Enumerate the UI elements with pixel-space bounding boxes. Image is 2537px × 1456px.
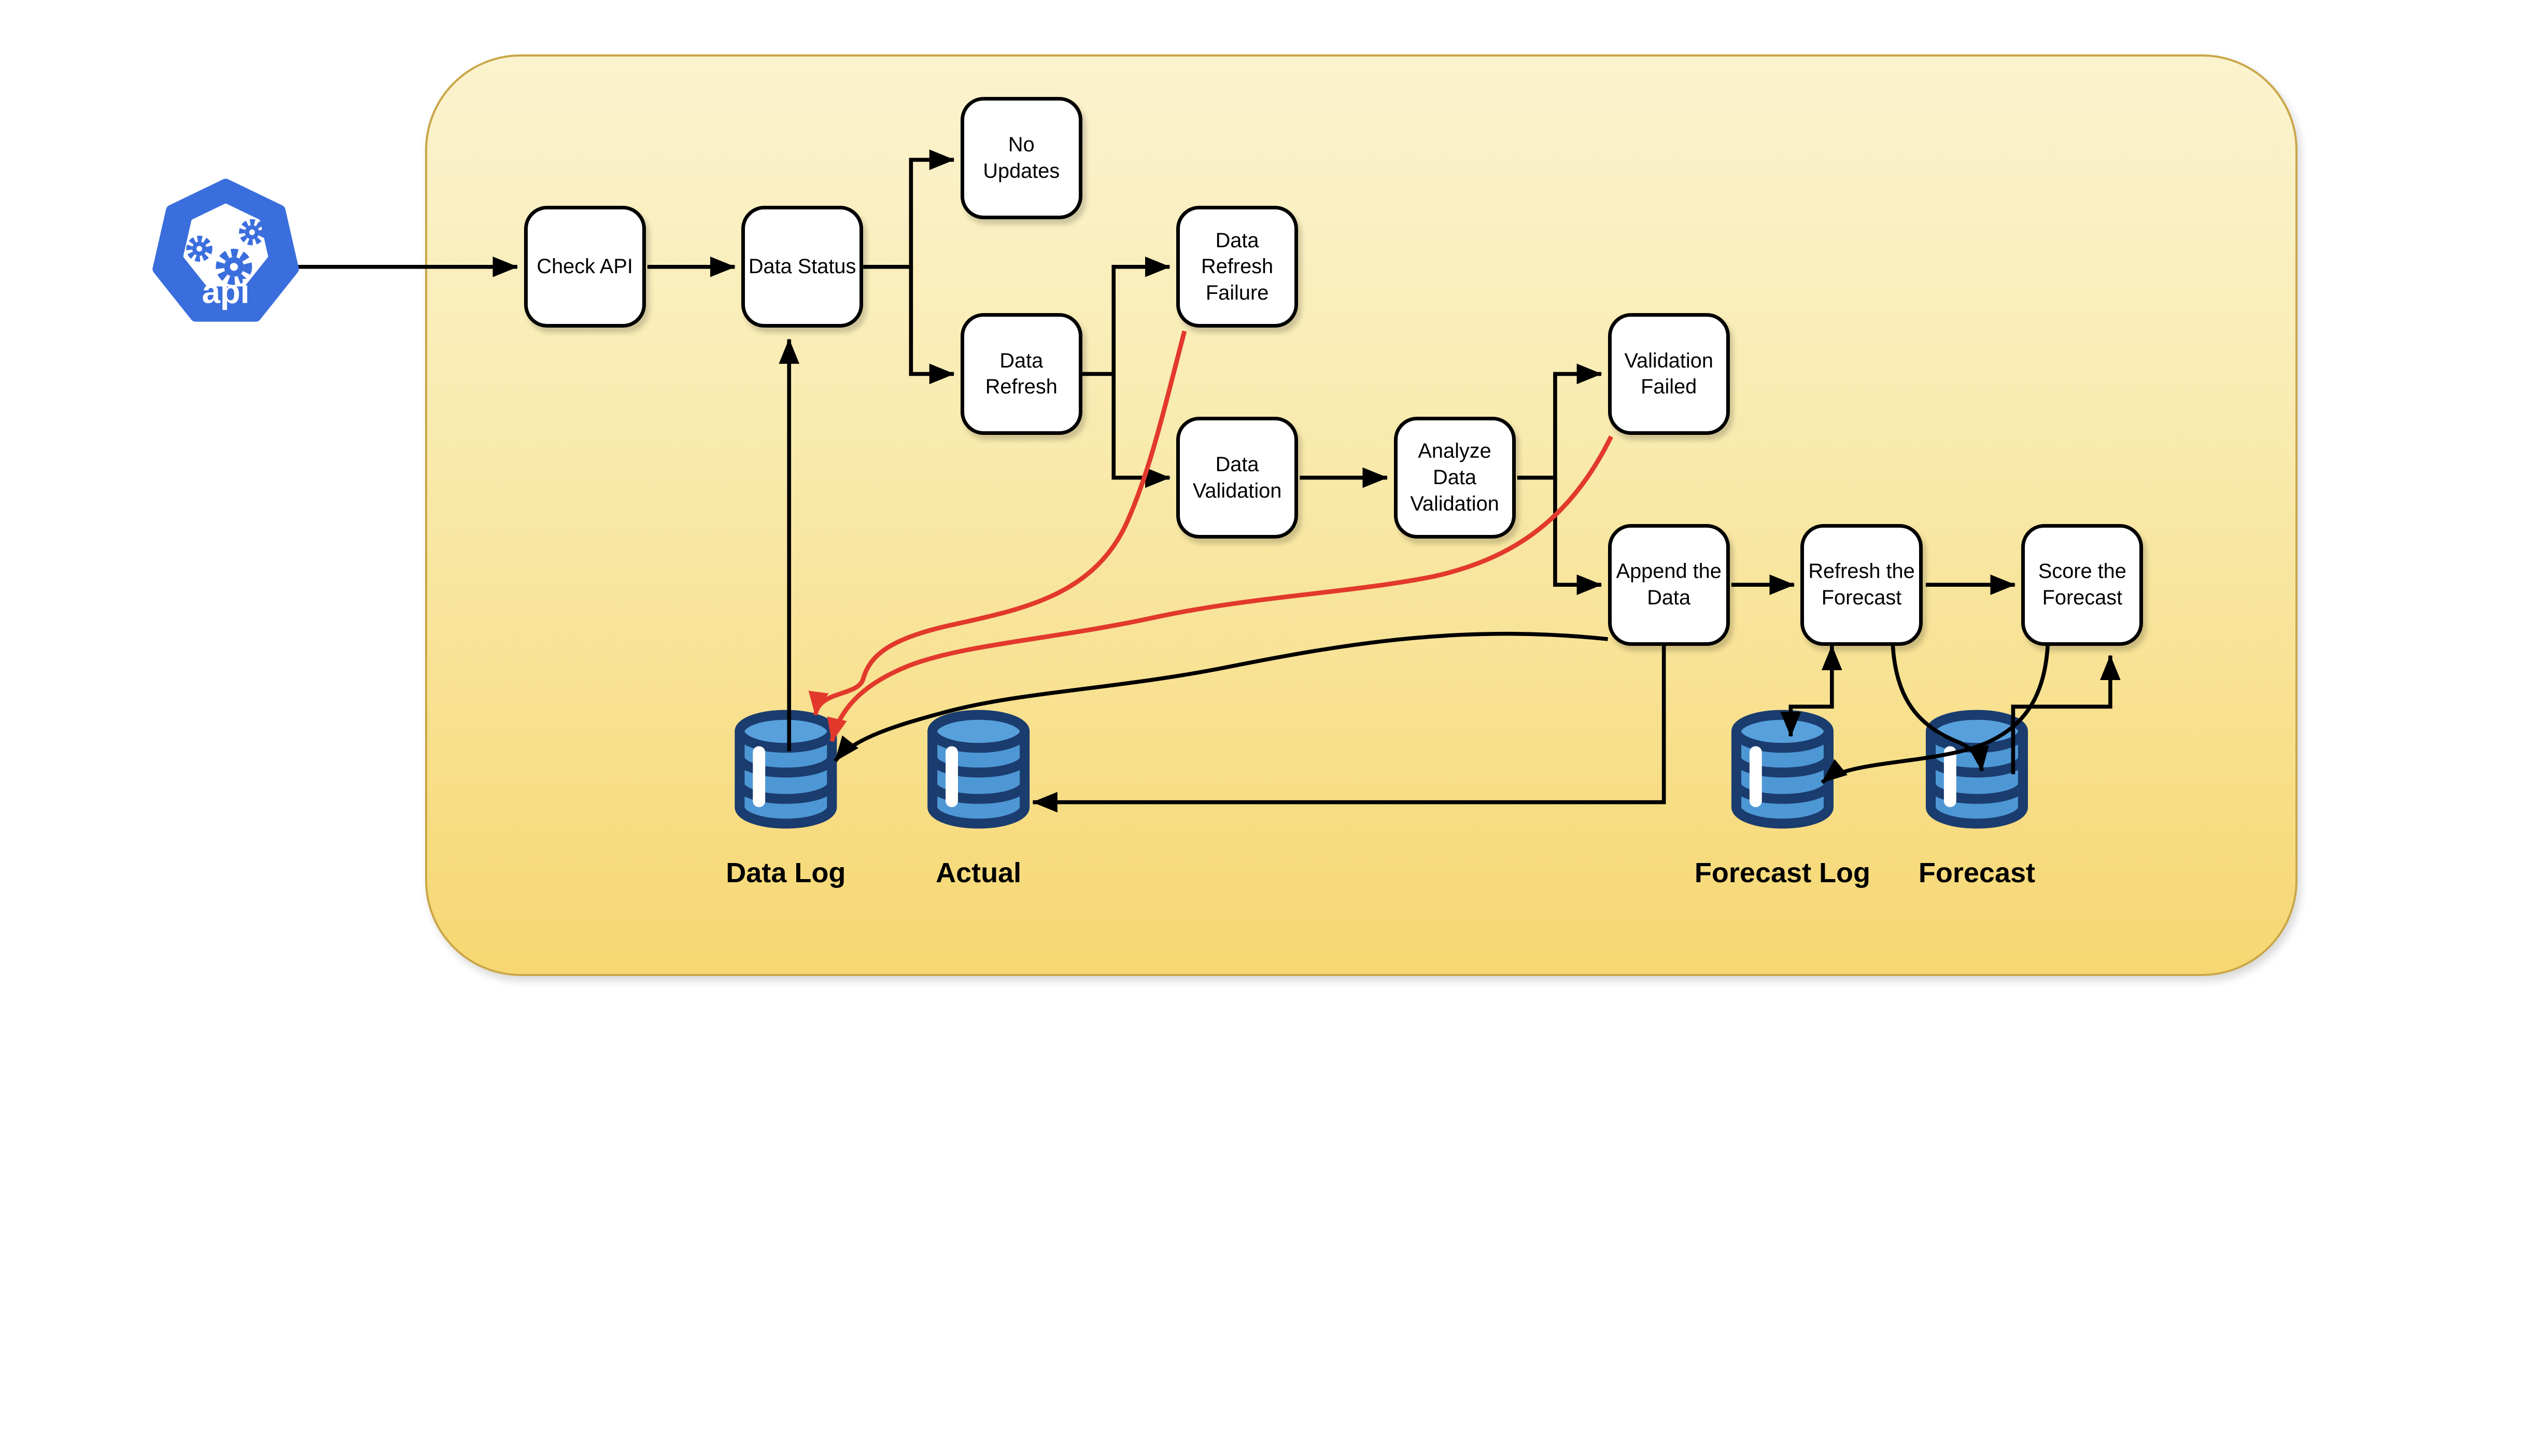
node-label: Analyze Data Validation [1410,440,1499,515]
edge-refresh-failure-to-data-log [808,330,1187,716]
edge-analyze-to-validation-failed [1517,363,1602,480]
api-icon-label: api [202,274,249,310]
node-label: Refresh the Forecast [1808,560,1915,610]
node-label: Score the Forecast [2038,560,2126,610]
node-no-updates[interactable]: No Updates [960,97,1082,219]
data-log-label: Data Log [726,857,846,888]
node-append-the-data[interactable]: Append the Data [1608,524,1730,646]
node-label: Validation Failed [1624,349,1713,399]
node-label: Data Validation [1192,453,1282,502]
edge-forecast-to-score [2011,655,2121,774]
edge-append-to-data-log [834,631,1609,762]
node-score-the-forecast[interactable]: Score the Forecast [2021,524,2144,646]
node-data-refresh-failure[interactable]: Data Refresh Failure [1176,206,1299,328]
api-icon[interactable]: api [152,178,299,322]
edge-data-refresh-to-validation [1111,374,1171,488]
node-label: Data Refresh Failure [1201,229,1274,305]
node-data-validation[interactable]: Data Validation [1176,417,1299,539]
edge-append-to-actual [1032,645,1666,813]
node-label: Data Status [748,255,856,278]
node-refresh-the-forecast[interactable]: Refresh the Forecast [1800,524,1923,646]
forecast-log-cylinder[interactable] [1736,715,1828,824]
node-analyze-data-validation[interactable]: Analyze Data Validation [1393,417,1516,539]
edge-refresh-forecast-to-forecast [1891,645,1989,772]
node-label: No Updates [983,133,1060,183]
node-validation-failed[interactable]: Validation Failed [1608,313,1730,435]
edge-score-to-forecast-log [1821,645,2050,784]
actual-label: Actual [936,857,1022,888]
node-check-api[interactable]: Check API [524,206,646,328]
forecast-log-label: Forecast Log [1694,857,1871,888]
forecast-label: Forecast [1918,857,2036,888]
node-data-refresh[interactable]: Data Refresh [960,313,1082,435]
node-label: Append the Data [1616,560,1722,610]
actual-cylinder[interactable] [933,715,1025,824]
edge-data-status-to-data-refresh [909,266,955,385]
node-data-status[interactable]: Data Status [741,206,864,328]
edge-validation-failed-to-data-log [827,435,1613,742]
gears-glyph [186,219,265,285]
edge-data-status-to-no-updates [863,149,955,269]
edge-forecast-log-refresh-forecast [1780,645,1842,738]
data-log-cylinder[interactable] [740,715,832,824]
node-label: Data Refresh [985,349,1058,399]
edge-analyze-to-append [1553,477,1602,595]
edge-data-refresh-to-failure [1082,256,1171,376]
node-label: Check API [537,255,633,278]
